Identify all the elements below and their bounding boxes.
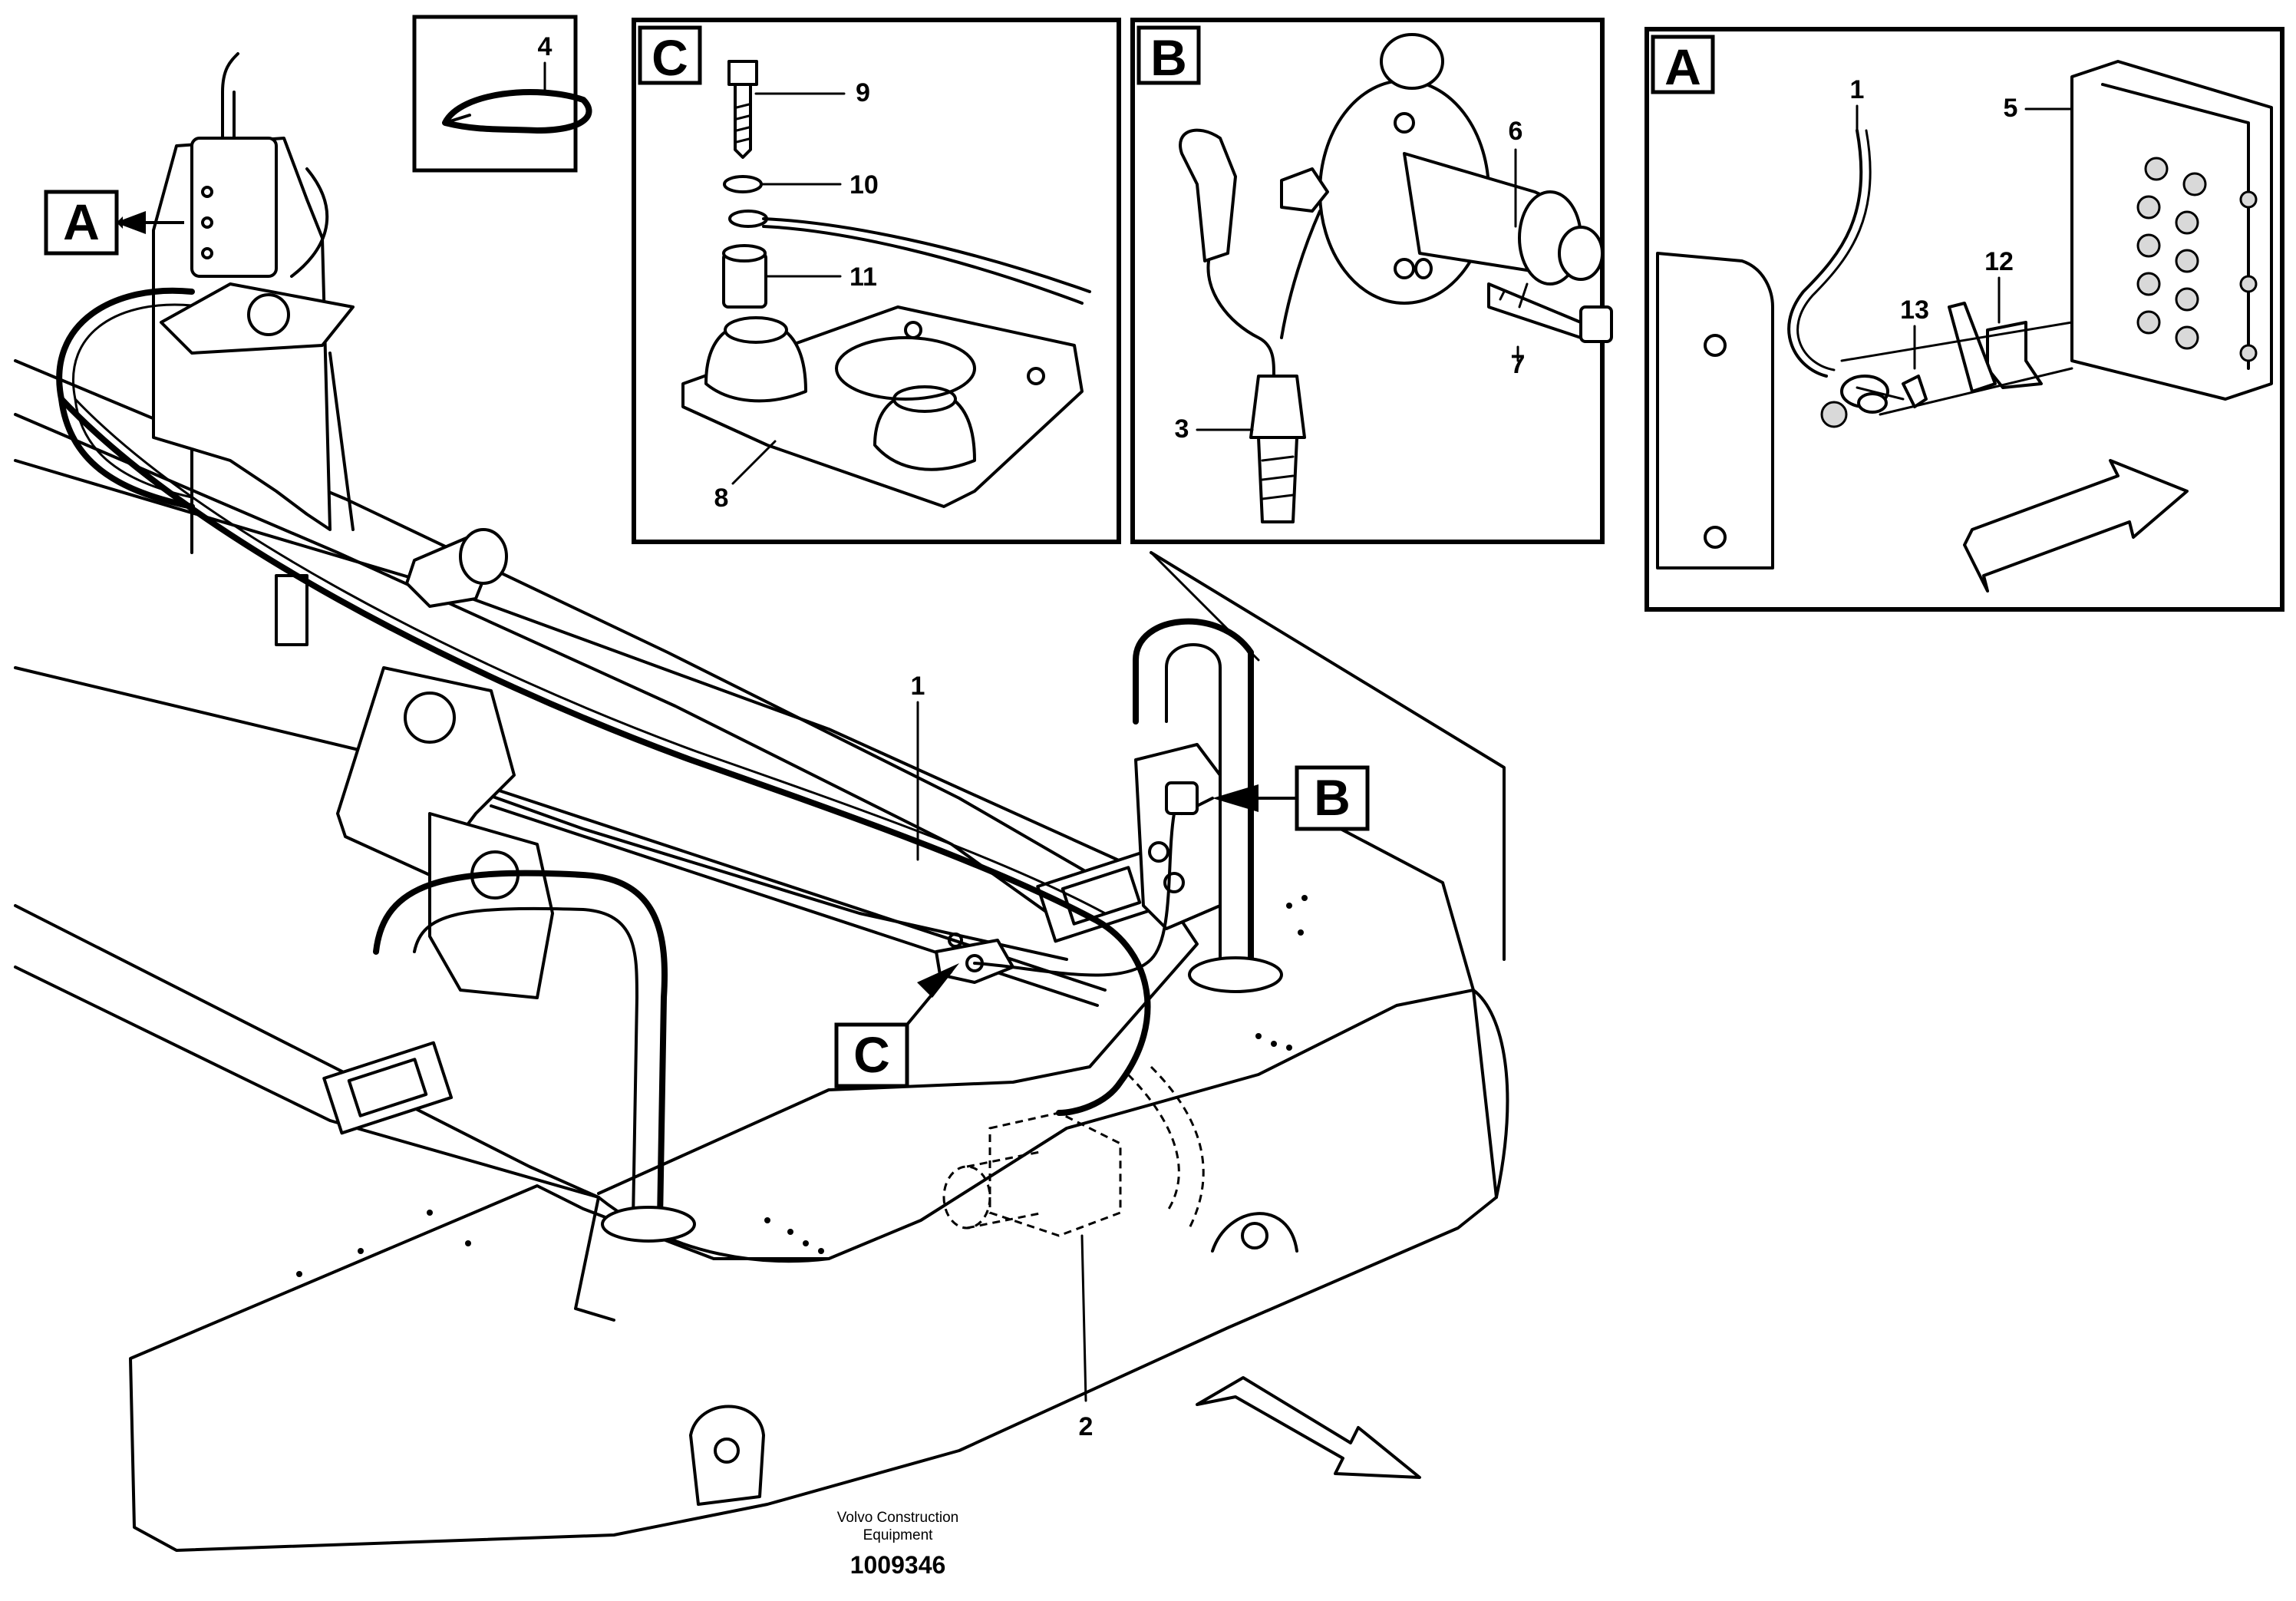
- rivet-dots: [296, 895, 1308, 1277]
- view-label-a-main: A: [63, 193, 100, 250]
- view-label-b-detail: B: [1150, 29, 1187, 86]
- detail-b: B 6 7 3: [1130, 18, 1613, 544]
- company-line-1: Volvo Construction: [837, 1510, 958, 1526]
- hidden-socket: [942, 1065, 1205, 1237]
- detail-a: A 1 5 12: [1644, 27, 2284, 612]
- machine-frame: [14, 459, 1509, 1552]
- label-part-1-main: 1: [911, 672, 925, 861]
- svg-text:3: 3: [1175, 414, 1189, 444]
- svg-text:4: 4: [538, 32, 553, 61]
- svg-text:6: 6: [1509, 117, 1523, 146]
- svg-text:12: 12: [1984, 247, 2014, 276]
- direction-arrow: [1196, 1376, 1421, 1479]
- column-support: [56, 52, 355, 531]
- view-label-a-detail: A: [1664, 38, 1701, 95]
- svg-text:1: 1: [1850, 75, 1865, 104]
- callout-A-main: A: [44, 190, 184, 256]
- detail-c: C 9 10 11 8: [632, 18, 1121, 544]
- svg-text:9: 9: [856, 78, 870, 107]
- hatch-plate-left: [322, 1041, 454, 1135]
- cross-member: [336, 666, 554, 999]
- view-label-b-main: B: [1314, 769, 1351, 826]
- terminal-studs: [2136, 157, 2258, 362]
- company-line-2: Equipment: [863, 1527, 934, 1543]
- view-label-c-main: C: [853, 1026, 890, 1083]
- label-part-2-main: 2: [1079, 1234, 1094, 1441]
- svg-text:10: 10: [849, 170, 879, 200]
- beam-fitting: [275, 528, 508, 646]
- harness-cable: [58, 396, 1176, 1116]
- detail-a-arrow: [1963, 459, 2189, 593]
- handrail-left: [373, 870, 696, 1243]
- svg-text:13: 13: [1900, 295, 1929, 325]
- document-number: 1009346: [850, 1551, 946, 1579]
- svg-text:5: 5: [2004, 94, 2018, 123]
- callout-C-main: C: [834, 963, 959, 1088]
- svg-text:2: 2: [1079, 1412, 1094, 1441]
- mount-c: [935, 933, 1014, 984]
- footer: Volvo Construction Equipment 1009346: [837, 1510, 958, 1579]
- callout-B-main: B: [1212, 765, 1370, 831]
- view-label-c-detail: C: [652, 29, 688, 86]
- svg-text:8: 8: [714, 484, 729, 513]
- svg-text:7: 7: [1511, 350, 1526, 379]
- svg-text:11: 11: [849, 262, 877, 292]
- detail-cable-tie: 4: [412, 15, 592, 173]
- svg-text:1: 1: [911, 672, 925, 701]
- socket-assembly: [1134, 743, 1222, 930]
